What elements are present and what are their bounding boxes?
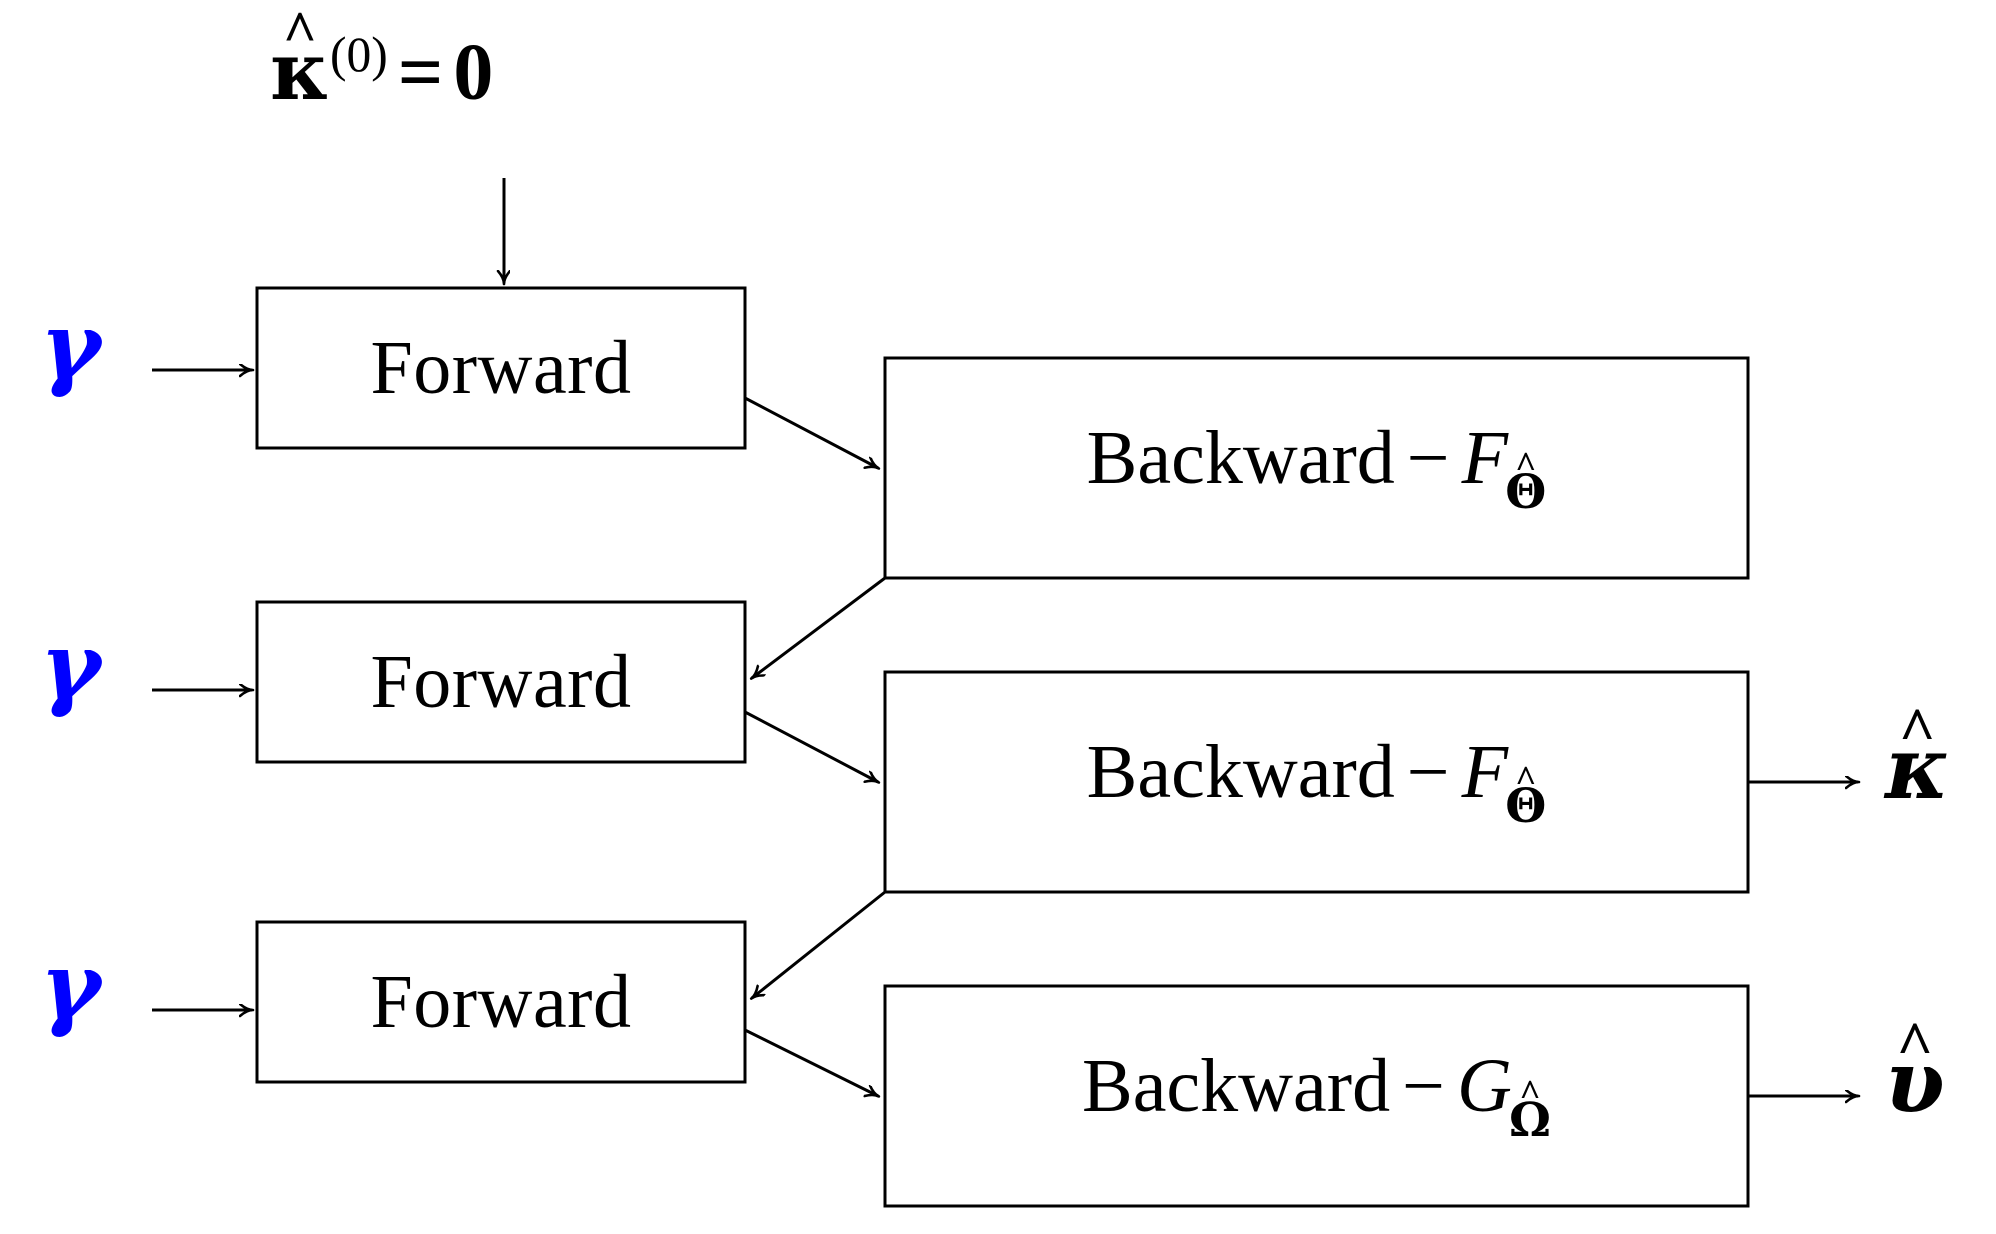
- forward-block-2-rect[interactable]: [255, 600, 747, 764]
- backward-block-2-label: Backward−F^Θ: [885, 672, 1748, 892]
- minus-sign: −: [1402, 1044, 1445, 1129]
- forward-label-text: Forward: [370, 326, 632, 410]
- backward-prefix-text: Backward: [1086, 416, 1395, 501]
- upsilon-hat-symbol: ^ υ: [1885, 1012, 1945, 1126]
- input-gamma-2: γ: [40, 612, 101, 720]
- output-kappa-hat: ^ κ: [1885, 698, 1949, 812]
- kappa-glyph: κ: [270, 23, 330, 118]
- forward-label-text: Forward: [370, 960, 632, 1044]
- forward-block-3-rect[interactable]: [255, 920, 747, 1084]
- kappa-glyph: κ: [1885, 718, 1950, 819]
- edge-forward-1-to-backward-1: [744, 396, 878, 468]
- zero-value: 0: [453, 28, 494, 117]
- subscript-theta-hat: ^Θ: [1505, 761, 1546, 830]
- subscript-omega-hat: ^Ω: [1509, 1075, 1551, 1144]
- omega-glyph: Ω: [1509, 1092, 1551, 1148]
- backward-prefix-text: Backward: [1082, 1044, 1391, 1129]
- operator-symbol-F: F: [1461, 416, 1509, 501]
- kappa-hat-symbol: ^ κ: [1885, 698, 1949, 812]
- edge-backward-1-to-forward-2: [752, 576, 886, 678]
- backward-block-1-rect[interactable]: [883, 356, 1750, 580]
- input-gamma-1: γ: [40, 292, 101, 400]
- minus-sign: −: [1406, 416, 1450, 501]
- minus-sign: −: [1406, 730, 1450, 815]
- superscript-zero: (0): [329, 27, 388, 82]
- equals-sign: =: [397, 28, 444, 117]
- upsilon-glyph: υ: [1885, 1032, 1945, 1133]
- edge-forward-3-to-backward-3: [744, 1028, 878, 1096]
- output-upsilon-hat: ^ υ: [1885, 1012, 1945, 1126]
- forward-block-1-label: Forward: [257, 288, 745, 448]
- forward-label-text: Forward: [370, 640, 632, 724]
- backward-expression-3: Backward−G^Ω: [1082, 1048, 1551, 1144]
- backward-block-3-rect[interactable]: [883, 984, 1750, 1208]
- forward-block-3-label: Forward: [257, 922, 745, 1082]
- forward-block-1-rect[interactable]: [255, 286, 747, 450]
- backward-expression-1: Backward−F^Θ: [1087, 420, 1547, 516]
- forward-block-2-label: Forward: [257, 602, 745, 762]
- theta-glyph: Θ: [1505, 778, 1547, 834]
- operator-symbol-G: G: [1456, 1044, 1512, 1129]
- backward-block-3-label: Backward−G^Ω: [885, 986, 1748, 1206]
- initial-condition-label: ^ κ (0)=0: [270, 3, 493, 113]
- edge-forward-2-to-backward-2: [744, 710, 878, 782]
- backward-block-1-label: Backward−F^Θ: [885, 358, 1748, 578]
- backward-expression-2: Backward−F^Θ: [1087, 734, 1547, 830]
- kappa-hat-symbol: ^ κ: [270, 3, 330, 111]
- backward-prefix-text: Backward: [1086, 730, 1395, 815]
- backward-block-2-rect[interactable]: [883, 670, 1750, 894]
- operator-symbol-F: F: [1461, 730, 1509, 815]
- edge-backward-2-to-forward-3: [752, 890, 886, 998]
- theta-glyph: Θ: [1505, 464, 1547, 520]
- input-gamma-3: γ: [40, 932, 101, 1040]
- subscript-theta-hat: ^Θ: [1505, 447, 1546, 516]
